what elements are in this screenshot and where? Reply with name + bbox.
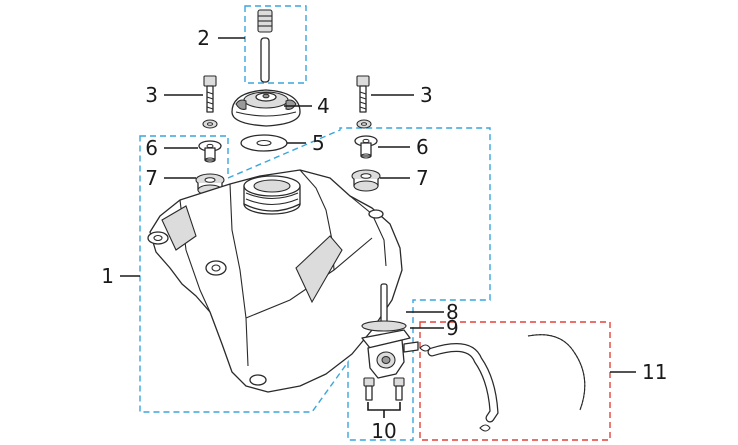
fuel-strainer-part [361,283,407,332]
label-part-3-right: 3 [420,83,433,107]
label-part-2: 2 [197,26,210,50]
label-part-1: 1 [101,264,114,288]
collar-right-part [354,135,378,159]
fuel-cap-part [231,89,301,127]
label-part-10: 10 [371,419,396,443]
label-part-11: 11 [642,360,667,384]
label-part-9: 9 [446,316,459,340]
leader-lines [120,37,636,418]
label-part-6-right: 6 [416,135,429,159]
group-box-fuel-cap [244,5,307,84]
fuel-tank-part [147,169,403,393]
fuel-valve-part [361,329,419,379]
label-part-7-left: 7 [145,166,158,190]
gasket-part [240,134,288,152]
fuel-cap-valve-part [257,9,273,83]
label-part-6-left: 6 [145,136,158,160]
label-part-4: 4 [317,94,330,118]
grommet-right-part [351,169,381,192]
label-part-3-left: 3 [145,83,158,107]
label-part-7-right: 7 [416,166,429,190]
collar-left-part [198,140,222,163]
group-box-fuel-tank [139,127,491,441]
screws-part [363,377,405,401]
label-part-5: 5 [312,131,325,155]
bolt-right-part [356,75,372,129]
bolt-left-part [202,75,218,129]
label-part-8: 8 [446,300,459,324]
fuel-hose-part [419,334,586,432]
